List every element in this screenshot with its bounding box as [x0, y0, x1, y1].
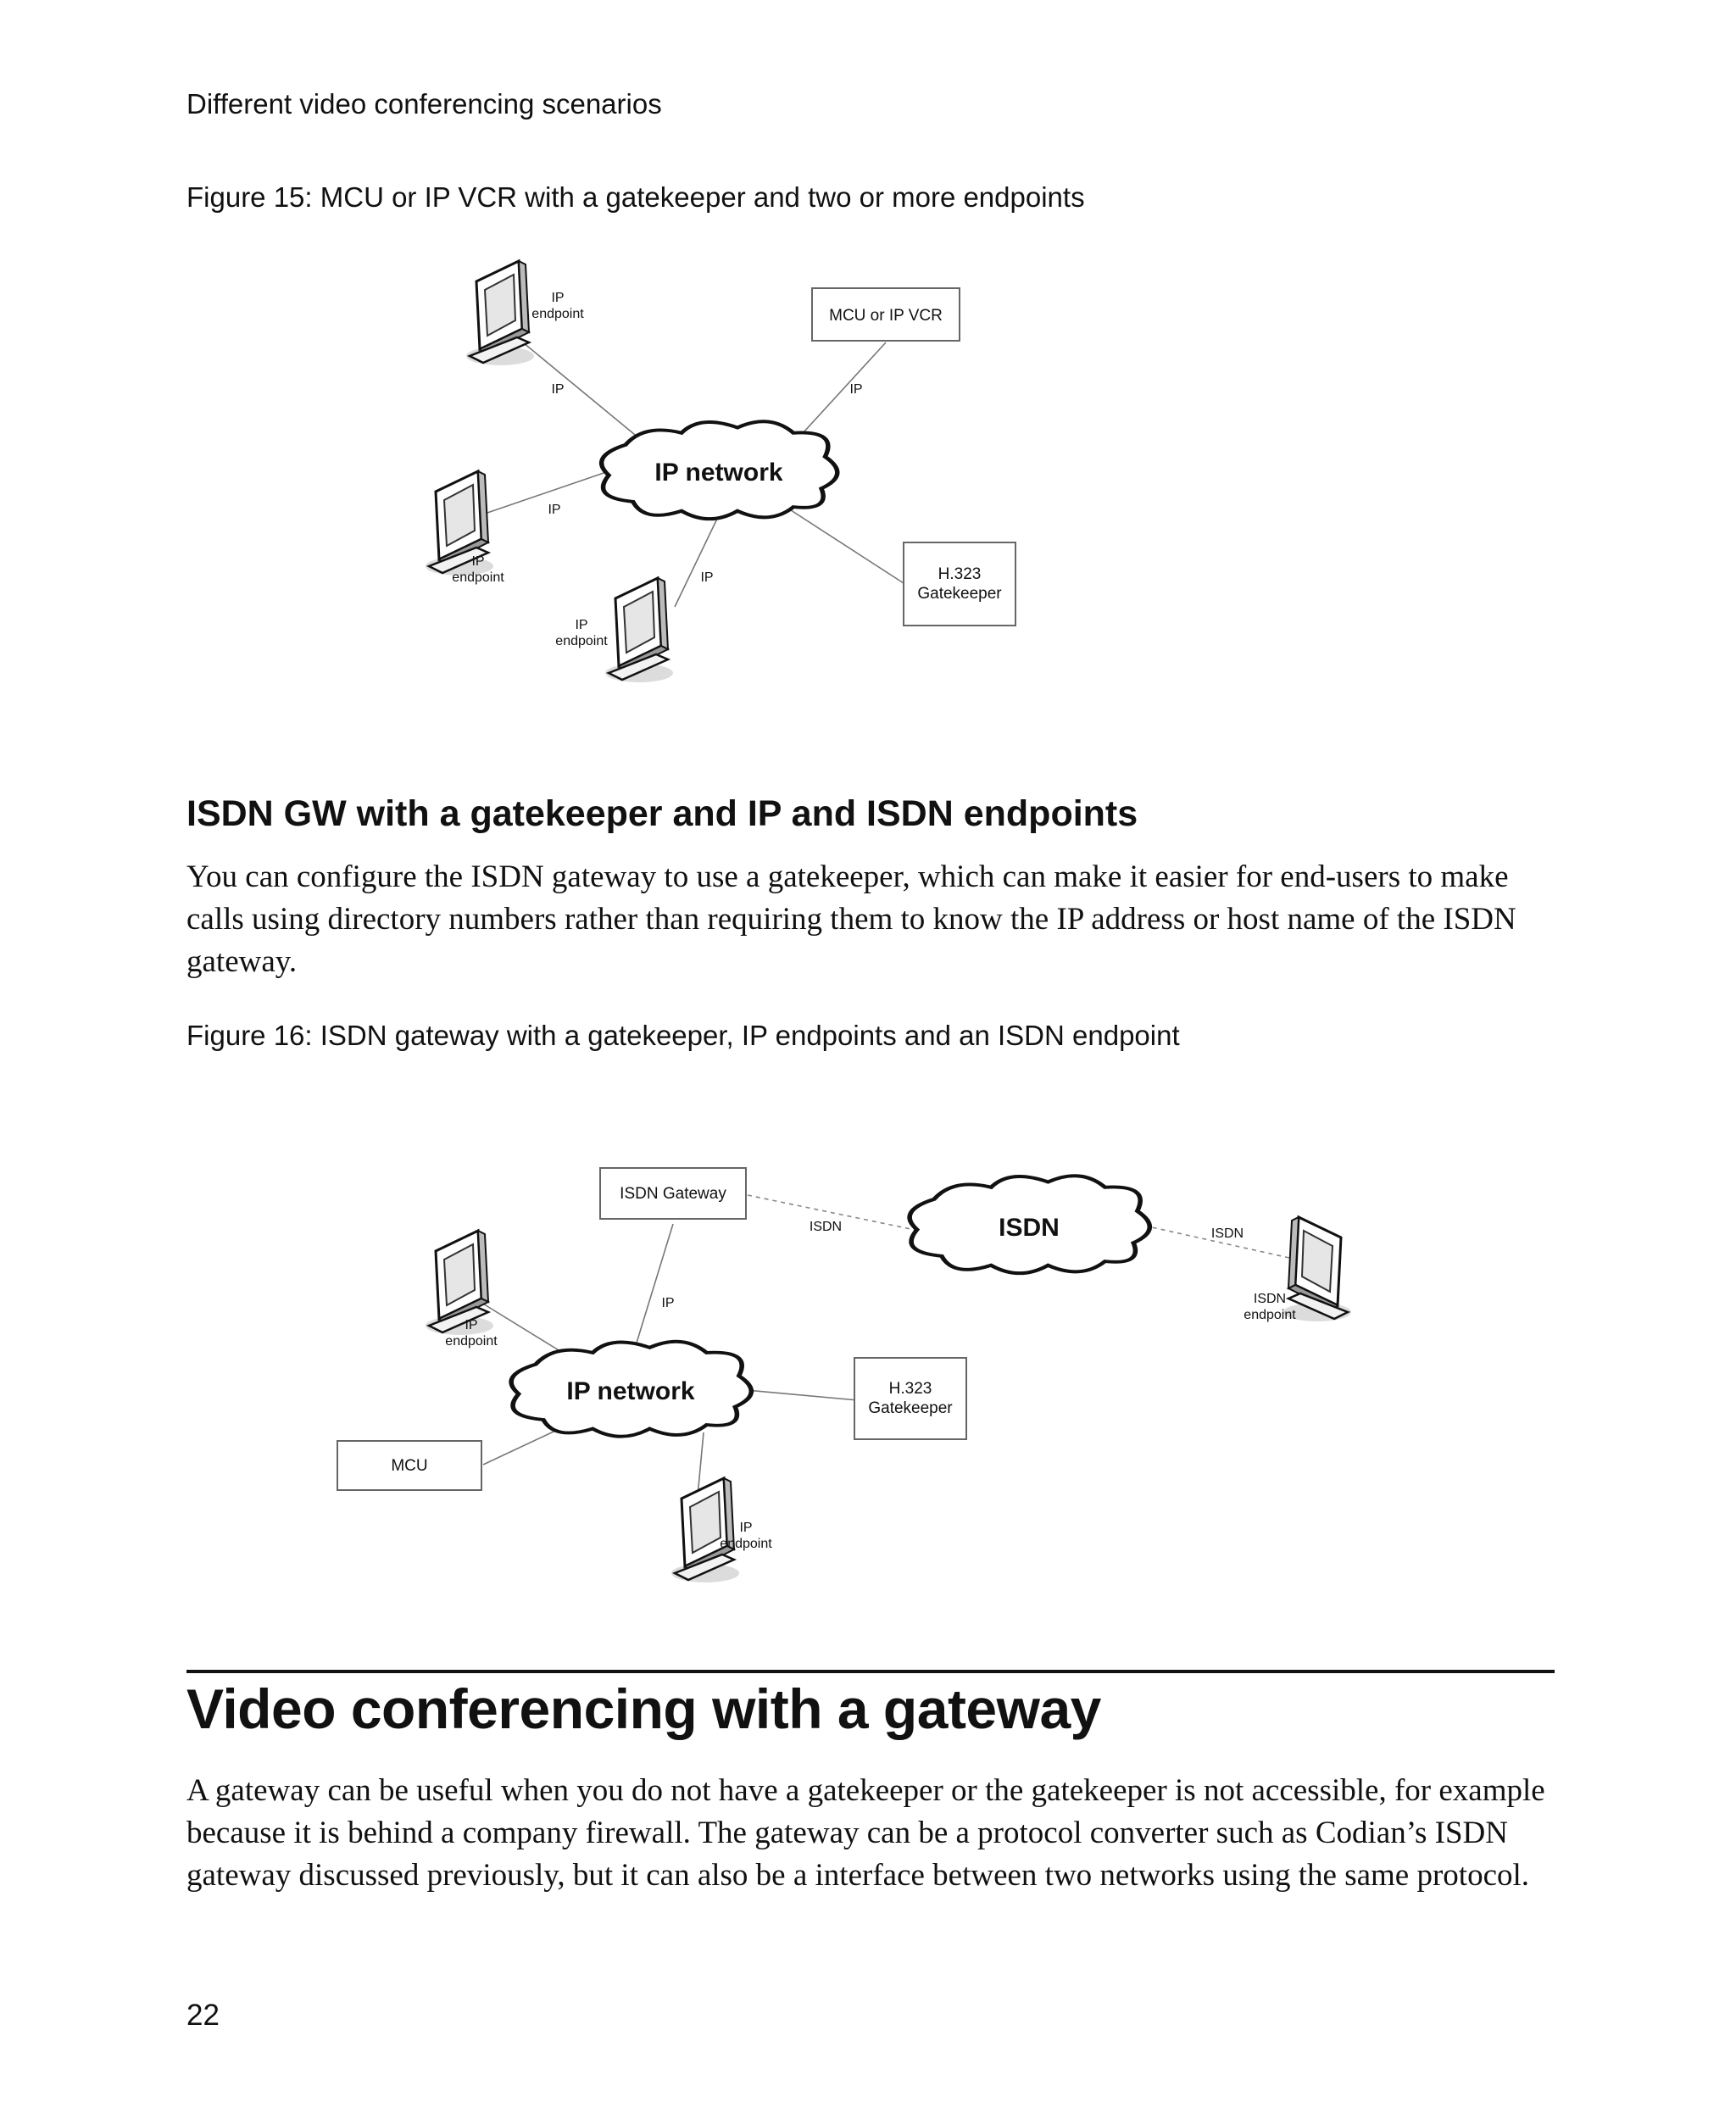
chapter-divider — [186, 1670, 1555, 1673]
ip-endpoint-label: IP — [739, 1521, 752, 1535]
link-label: IP — [849, 382, 862, 397]
mcu-ip-vcr-label: MCU or IP VCR — [829, 307, 943, 325]
isdn-endpoint-label: endpoint — [1244, 1308, 1296, 1322]
endpoint-label: endpoint — [452, 570, 504, 585]
ip-network-label: IP network — [566, 1377, 694, 1405]
figure-16-diagram: ISDN IP network ISDN Gateway H.323 Gatek… — [0, 1102, 1736, 1627]
ip-network-label: IP network — [654, 459, 782, 487]
link-label: IP — [661, 1296, 674, 1310]
mcu-box: MCU — [337, 1441, 481, 1490]
figure-16-caption: Figure 16: ISDN gateway with a gatekeepe… — [186, 1020, 1180, 1052]
monitor-icon — [671, 1478, 739, 1582]
ip-endpoint-label: IP — [465, 1318, 477, 1332]
monitor-icon — [605, 578, 673, 682]
section-heading: ISDN GW with a gatekeeper and IP and ISD… — [186, 793, 1138, 835]
mcu-label: MCU — [391, 1457, 427, 1475]
endpoint-label: endpoint — [555, 634, 608, 648]
gatekeeper-label-line1: H.323 — [889, 1380, 932, 1398]
monitor-icon — [1283, 1217, 1351, 1321]
monitor-icon — [426, 1231, 493, 1335]
gatekeeper-box: H.323 Gatekeeper — [904, 542, 1015, 626]
isdn-gateway-box: ISDN Gateway — [600, 1168, 746, 1219]
figure-15-diagram: IP network MCU or IP VCR H.323 Gatekeepe… — [0, 0, 1736, 763]
isdn-endpoint-label: ISDN — [1254, 1292, 1286, 1306]
gatekeeper-box: H.323 Gatekeeper — [854, 1358, 966, 1439]
ip-endpoint-label: endpoint — [720, 1537, 772, 1551]
chapter-heading: Video conferencing with a gateway — [186, 1677, 1101, 1741]
isdn-cloud: ISDN — [910, 1176, 1149, 1273]
link-label: IP — [548, 503, 560, 517]
ip-network-cloud: IP network — [511, 1342, 751, 1437]
gatekeeper-label-line1: H.323 — [938, 565, 982, 583]
endpoint-label: IP — [471, 554, 484, 569]
endpoint-label: endpoint — [531, 307, 584, 321]
endpoint-label: IP — [575, 618, 587, 632]
isdn-gateway-label: ISDN Gateway — [620, 1185, 726, 1203]
ip-network-cloud: IP network — [602, 421, 837, 519]
page-number: 22 — [186, 1999, 220, 2033]
monitor-icon — [466, 261, 534, 365]
link-label: ISDN — [1211, 1226, 1244, 1241]
mcu-ip-vcr-box: MCU or IP VCR — [812, 288, 960, 341]
chapter-paragraph: A gateway can be useful when you do not … — [186, 1770, 1560, 1897]
section-paragraph: You can configure the ISDN gateway to us… — [186, 856, 1560, 983]
link-label: IP — [700, 570, 713, 585]
gatekeeper-label-line2: Gatekeeper — [868, 1399, 953, 1417]
gatekeeper-label-line2: Gatekeeper — [917, 585, 1002, 603]
isdn-cloud-label: ISDN — [999, 1214, 1060, 1242]
ip-endpoint-label: endpoint — [445, 1334, 498, 1349]
link-label: IP — [551, 382, 564, 397]
endpoint-label: IP — [551, 291, 564, 305]
link-label: ISDN — [810, 1220, 842, 1234]
